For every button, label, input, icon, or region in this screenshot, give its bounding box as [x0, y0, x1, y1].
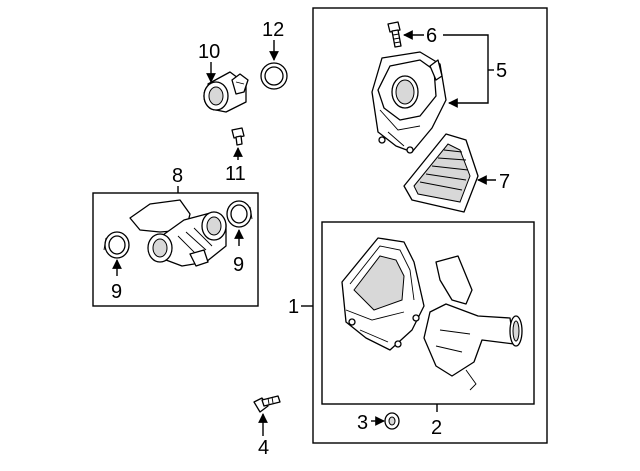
callout-3: 3	[357, 412, 368, 434]
mass-air-flow-sensor	[203, 71, 249, 113]
callout-9b: 9	[233, 254, 244, 276]
grommet	[384, 412, 400, 430]
callout-1: 1	[288, 296, 299, 318]
callout-11: 11	[225, 163, 246, 185]
callout-2: 2	[431, 417, 442, 439]
callout-9a: 9	[111, 281, 122, 303]
callout-4: 4	[258, 437, 269, 459]
assembly-box-8	[92, 192, 259, 307]
callout-12: 12	[262, 19, 284, 41]
bolt-icon	[387, 21, 402, 48]
assembly-box-2	[321, 221, 535, 405]
seal-ring-icon	[260, 62, 288, 90]
leader-5	[443, 34, 489, 108]
callout-6: 6	[426, 25, 437, 47]
callout-8: 8	[172, 165, 183, 187]
assembly-box-1	[312, 7, 548, 444]
callout-5: 5	[496, 60, 507, 82]
callout-10: 10	[198, 41, 220, 63]
hose-clamp-icon	[103, 231, 130, 259]
air-cleaner-cover	[371, 51, 447, 154]
bolt-icon	[231, 127, 245, 146]
hose-clamp-icon	[226, 200, 253, 228]
callout-7: 7	[499, 171, 510, 193]
inlet-duct	[423, 255, 523, 391]
intake-tube	[129, 199, 227, 267]
air-cleaner-housing	[341, 237, 425, 351]
bolt-icon	[253, 395, 281, 413]
